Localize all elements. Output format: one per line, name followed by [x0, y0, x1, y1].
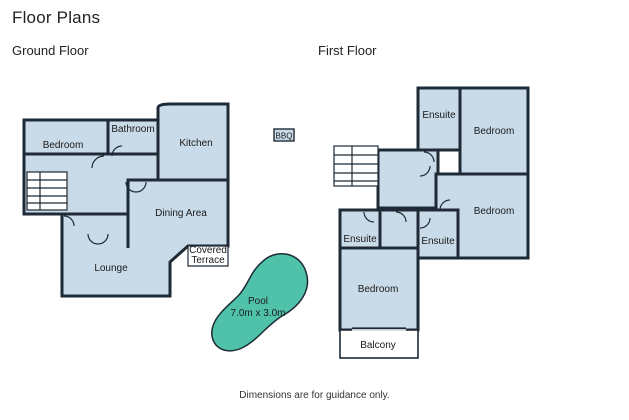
- ground-kitchen-room: [156, 102, 230, 182]
- ground-dining-label: Dining Area: [155, 208, 207, 219]
- first-floor-plan: Ensuite Bedroom Bedroom Ensuite Ensuite …: [333, 86, 530, 359]
- ground-kitchen-label: Kitchen: [179, 138, 212, 149]
- first-ensuite-left-label: Ensuite: [343, 234, 377, 245]
- ground-floor-plan: Bedroom Bathroom Kitchen Dining Area Lou…: [22, 102, 309, 352]
- page-title: Floor Plans: [12, 8, 101, 27]
- first-bedroom-bottom-label: Bedroom: [358, 284, 399, 295]
- first-ensuite-right-label: Ensuite: [421, 236, 455, 247]
- bbq-box: [273, 128, 295, 142]
- balcony-label: Balcony: [360, 340, 396, 351]
- ground-lounge-label: Lounge: [94, 263, 128, 274]
- ground-bathroom-label: Bathroom: [111, 124, 154, 135]
- ground-floor-heading: Ground Floor: [12, 43, 89, 58]
- balcony-area: [339, 329, 419, 359]
- first-bedroom-top-label: Bedroom: [474, 126, 515, 137]
- first-bedroom-right-label: Bedroom: [474, 206, 515, 217]
- guidance-footnote: Dimensions are for guidance only.: [239, 390, 390, 401]
- first-stairs: [333, 145, 379, 187]
- first-ensuite-right-room: [416, 208, 460, 260]
- covered-terrace-label-2: Terrace: [191, 255, 225, 266]
- pool-label: Pool: [248, 296, 268, 307]
- first-ensuite-top-label: Ensuite: [422, 110, 456, 121]
- ground-bedroom-label: Bedroom: [43, 140, 84, 151]
- first-floor-heading: First Floor: [318, 43, 377, 58]
- ground-stairs: [26, 171, 68, 211]
- bbq-label: BBQ: [276, 132, 293, 141]
- first-landing-room: [376, 148, 440, 210]
- covered-terrace-area: [187, 245, 229, 267]
- first-bedroom-top-room: [458, 86, 530, 176]
- pool-shape: [211, 253, 309, 352]
- covered-terrace-label-1: Covered: [189, 245, 227, 256]
- pool-dimensions: 7.0m x 3.0m: [230, 308, 285, 319]
